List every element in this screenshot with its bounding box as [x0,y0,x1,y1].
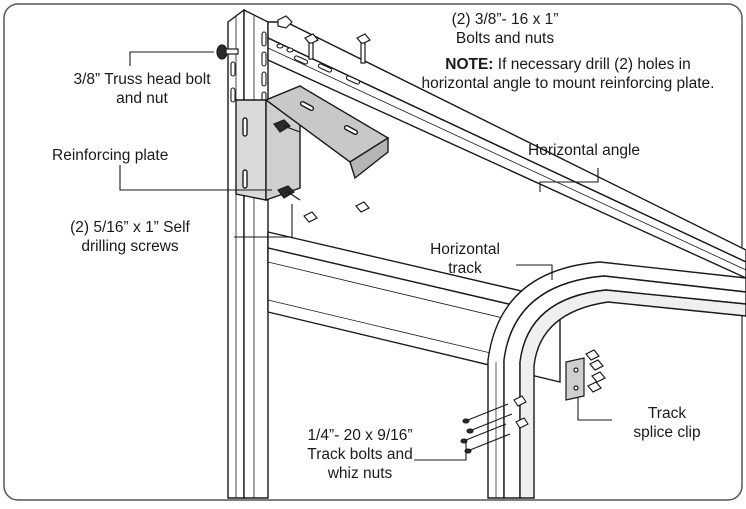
horizontal-track [487,261,746,499]
bolts-nuts-line-2: Bolts and nuts [455,30,555,47]
label-reinforcing-plate: Reinforcing plate [52,147,169,164]
leader-track-splice [577,398,612,421]
note-line-1: NOTE: If necessary drill (2) holes in [400,55,736,74]
leader-horizontal-angle [539,168,599,192]
note-text: NOTE: If necessary drill (2) holes in ho… [400,55,736,93]
track-bolts [460,395,529,454]
label-self-drilling-screws: (2) 5/16” x 1” Self drilling screws [30,218,230,256]
track-bolts-line-1: 1/4”- 20 x 9/16” [307,427,413,444]
track-splice-line-1: Track [647,405,687,422]
leader-lines [119,51,612,461]
self-drilling-line-1: (2) 5/16” x 1” Self [70,219,190,236]
label-bolts-and-nuts: (2) 3/8”- 16 x 1” Bolts and nuts [420,10,590,48]
label-horizontal-track: Horizontal track [415,240,515,278]
truss-bolt-line-1: 3/8” Truss head bolt [73,71,211,88]
track-splice-line-2: splice clip [633,424,701,441]
horizontal-track-line-2: track [448,260,482,277]
note-line-1-text: If necessary drill (2) holes in [493,56,691,73]
self-drilling-line-2: drilling screws [81,238,179,255]
leader-self-drilling [234,204,293,238]
leader-truss-bolt [129,51,214,66]
lower-rail [267,231,561,383]
track-bolts-line-3: whiz nuts [327,465,393,482]
label-horizontal-angle: Horizontal angle [528,142,641,159]
reinforcing-plate [235,84,390,201]
label-truss-head-bolt: 3/8” Truss head bolt and nut [42,70,242,108]
note-heading: NOTE: [445,56,494,73]
truss-bolt-line-2: and nut [116,90,168,107]
track-bolts-line-2: Track bolts and [307,446,413,463]
leader-horizontal-track [516,264,553,280]
note-line-2: horizontal angle to mount reinforcing pl… [421,75,715,92]
fasteners-upper [216,15,371,223]
horizontal-track-line-1: Horizontal [430,241,500,258]
bolts-nuts-line-1: (2) 3/8”- 16 x 1” [451,11,559,28]
label-track-bolts: 1/4”- 20 x 9/16” Track bolts and whiz nu… [280,426,440,483]
track-splice-clip [565,349,606,401]
leader-reinforcing-plate [119,165,272,191]
label-track-splice-clip: Track splice clip [612,404,722,442]
leader-track-bolts [414,440,467,461]
